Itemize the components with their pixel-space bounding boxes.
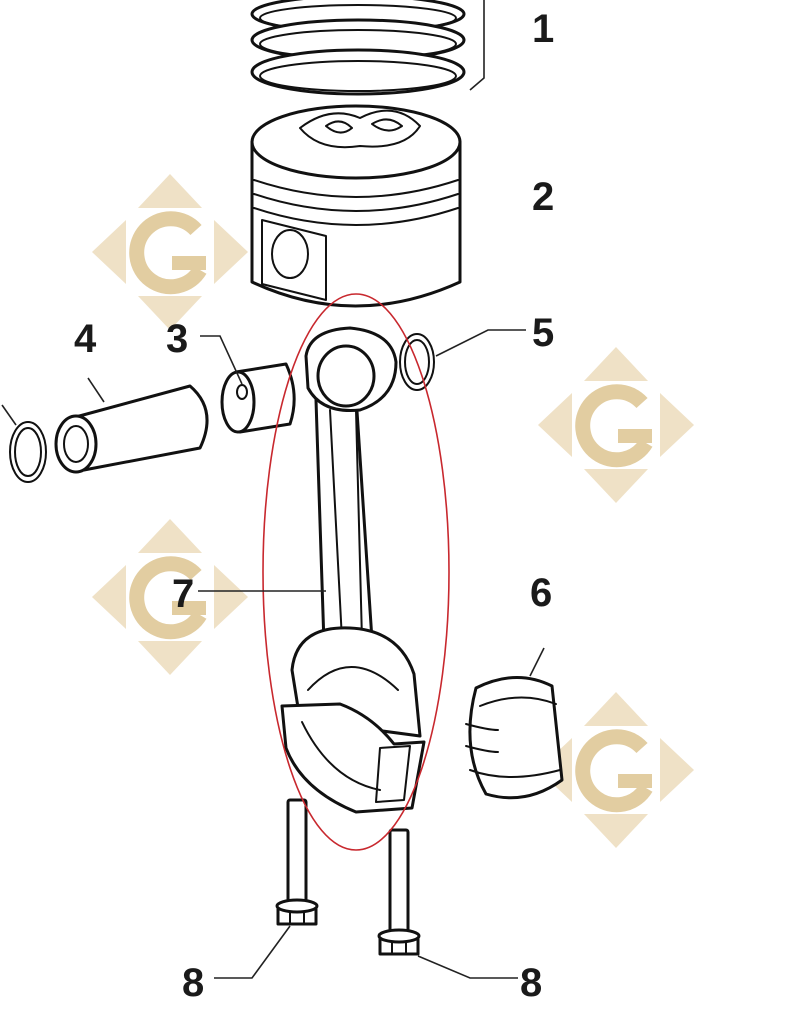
callout-2: 2 bbox=[532, 175, 554, 219]
circlip-left bbox=[1, 404, 47, 483]
callout-8-left: 8 bbox=[182, 961, 204, 1005]
callout-7: 7 bbox=[172, 572, 194, 616]
piston bbox=[250, 104, 462, 308]
callout-4: 4 bbox=[74, 317, 97, 361]
big-end-bearing-shells bbox=[465, 676, 564, 800]
highlight-ellipse bbox=[262, 293, 450, 851]
watermark-logo-2 bbox=[538, 347, 694, 503]
conrod-bolt-left bbox=[275, 798, 319, 926]
callout-3: 3 bbox=[166, 317, 188, 361]
connecting-rod bbox=[280, 326, 426, 814]
callout-8-right: 8 bbox=[520, 961, 542, 1005]
piston-pin bbox=[54, 384, 209, 474]
callout-6: 6 bbox=[530, 571, 552, 615]
leader-lines bbox=[87, 0, 545, 979]
piston-rings bbox=[250, 0, 466, 96]
circlip-right bbox=[399, 333, 435, 391]
callout-5: 5 bbox=[532, 311, 554, 355]
watermark-logo-3 bbox=[92, 519, 248, 675]
watermark-logo-1 bbox=[92, 174, 248, 330]
callout-1: 1 bbox=[532, 7, 554, 51]
conrod-bolt-right bbox=[377, 828, 421, 956]
